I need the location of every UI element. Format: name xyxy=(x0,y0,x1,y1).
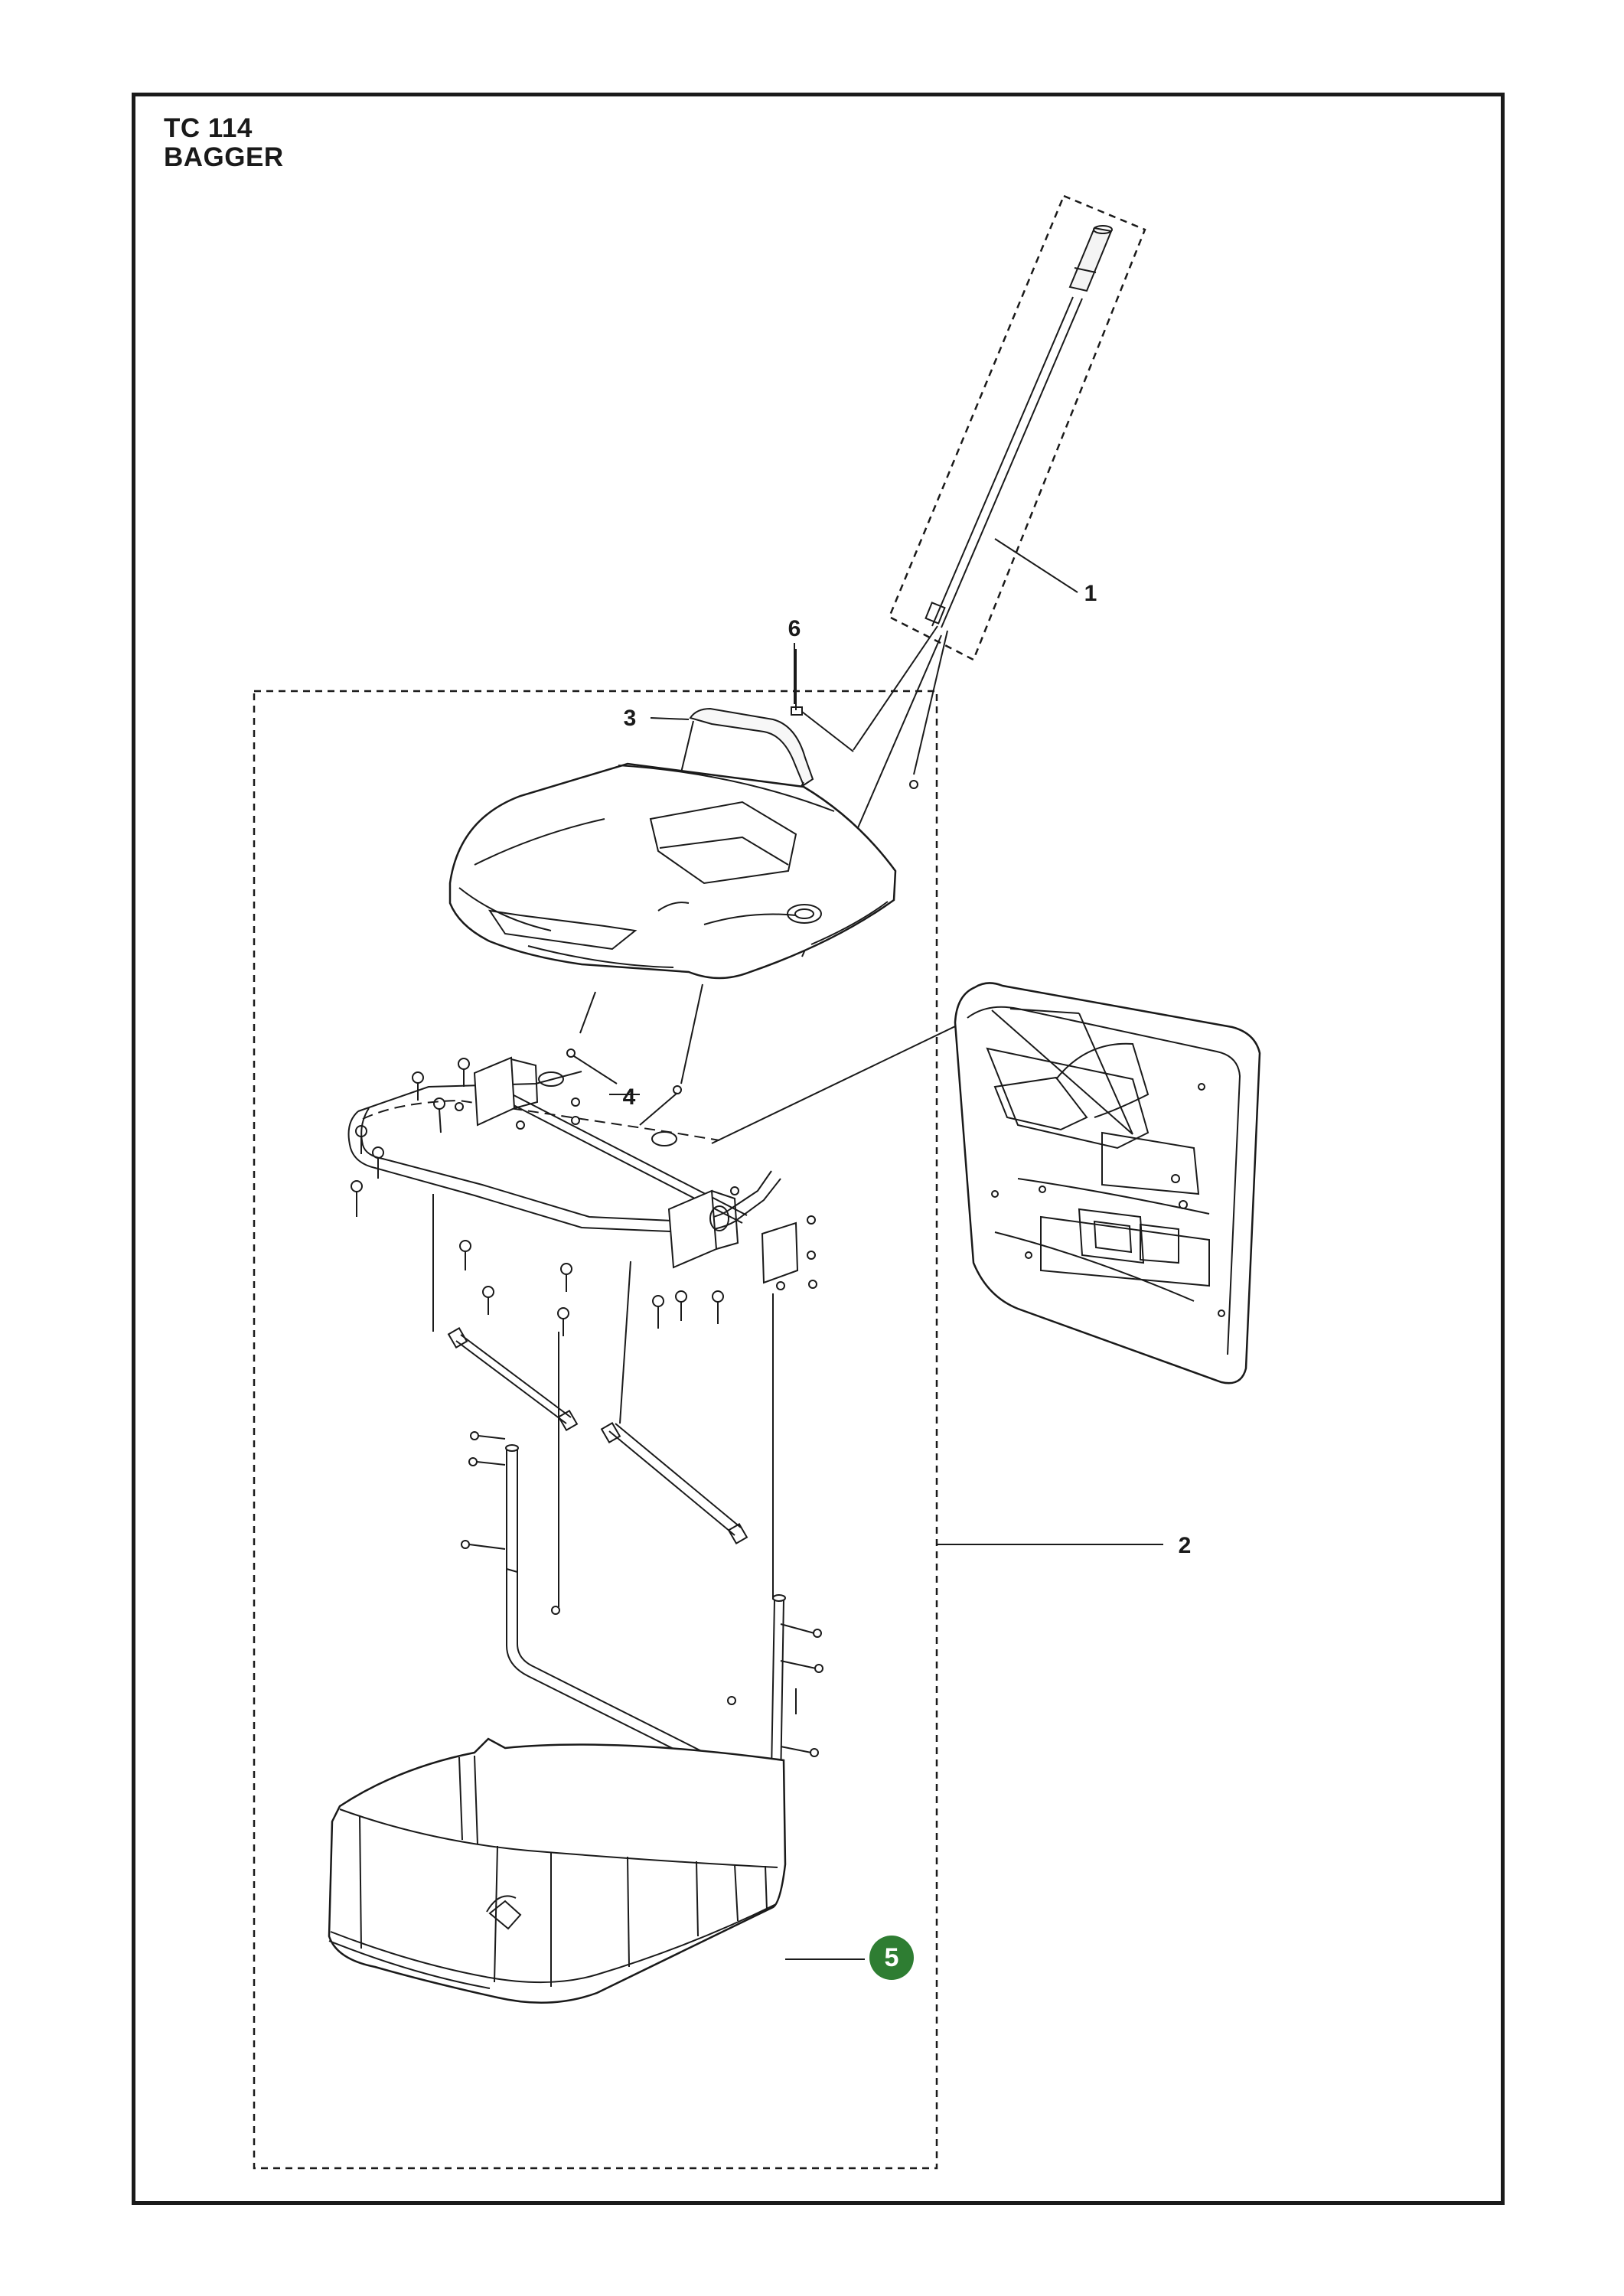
handle-grip-end xyxy=(1094,226,1112,233)
leader-1 xyxy=(995,539,1078,592)
model-title: TC 114 xyxy=(164,113,253,143)
callout-6[interactable]: 6 xyxy=(788,616,801,641)
lower-u-frame xyxy=(506,1445,785,1793)
side-panel xyxy=(955,983,1260,1383)
callout-3[interactable]: 3 xyxy=(623,706,637,731)
lid-rod-grommet xyxy=(788,905,821,923)
handle-grip xyxy=(1070,228,1111,291)
section-title: BAGGER xyxy=(164,142,284,172)
rod-nut xyxy=(910,781,918,788)
callout-2[interactable]: 2 xyxy=(1178,1533,1192,1558)
drawing-frame xyxy=(132,93,1505,2205)
handle-group-boundary xyxy=(889,196,1145,660)
callout-5-highlighted[interactable]: 5 xyxy=(869,1936,914,1980)
pin-6 xyxy=(791,649,853,752)
frame-group-boundary xyxy=(254,691,937,2168)
callout-4[interactable]: 4 xyxy=(622,1084,636,1110)
callout-leaders xyxy=(609,539,1163,1959)
rod-collar xyxy=(926,602,945,623)
leader-3 xyxy=(651,718,689,719)
assembly-leaders xyxy=(433,1194,773,1607)
upper-frame-bolts xyxy=(351,1058,817,1336)
bag-container-5 xyxy=(329,1739,785,2003)
upper-tube-frame xyxy=(349,1009,992,1283)
bagger-lid xyxy=(450,764,895,978)
side-links xyxy=(448,1328,747,1543)
callout-1[interactable]: 1 xyxy=(1084,581,1097,606)
nuts-4 xyxy=(567,984,703,1125)
lower-frame-bolts xyxy=(461,1432,823,1756)
